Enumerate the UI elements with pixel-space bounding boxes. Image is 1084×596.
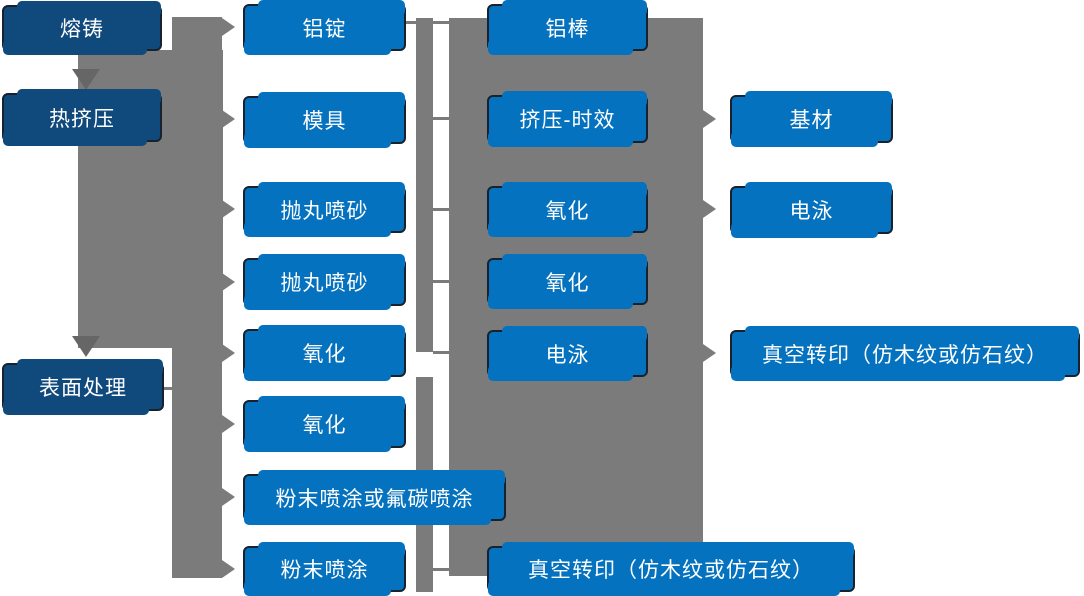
node-label: 热挤压 xyxy=(49,107,115,131)
flow-node-zhenkong-c3: 真空转印（仿木纹或仿石纹） xyxy=(487,542,855,596)
node-label: 熔铸 xyxy=(60,18,104,41)
link-line-row5 xyxy=(433,351,450,354)
node-label: 氧化 xyxy=(545,271,590,295)
node-label: 电泳 xyxy=(789,200,834,223)
flow-node-rejiya: 热挤压 xyxy=(2,89,162,146)
node-label: 挤压-时效 xyxy=(519,109,616,132)
arrowhead-right-icon xyxy=(222,415,235,433)
node-label: 氧化 xyxy=(302,343,347,366)
flow-node-jiya-shixiao: 挤压-时效 xyxy=(487,91,648,147)
flow-node-yanghua-c2-1: 氧化 xyxy=(243,325,406,381)
flow-node-yanghua-c3-1: 氧化 xyxy=(487,182,648,237)
node-label: 抛丸喷砂 xyxy=(280,272,369,295)
flow-node-zhenkong-c4: 真空转印（仿木纹或仿石纹） xyxy=(730,326,1080,381)
link-line-row4 xyxy=(433,280,450,283)
arrowhead-right-icon xyxy=(703,200,716,218)
node-label: 铝棒 xyxy=(545,17,590,41)
link-line-row3 xyxy=(433,208,450,211)
arrowhead-right-icon xyxy=(222,110,235,128)
flow-node-moju: 模具 xyxy=(243,92,406,148)
arrowhead-down-icon xyxy=(72,69,100,90)
flow-node-yanghua-c2-2: 氧化 xyxy=(243,396,406,452)
node-label: 模具 xyxy=(302,110,347,133)
link-line-row1 xyxy=(405,21,450,24)
flow-node-lvbang: 铝棒 xyxy=(487,0,648,55)
flow-node-paowan-1: 抛丸喷砂 xyxy=(243,182,406,237)
node-label: 粉末喷涂或氟碳喷涂 xyxy=(275,487,474,511)
flow-node-dianyong-c3: 电泳 xyxy=(487,326,648,381)
connector-bar-col2-col3-upper xyxy=(416,18,433,352)
arrowhead-right-icon xyxy=(703,344,716,362)
node-label: 表面处理 xyxy=(39,377,127,400)
link-line-row2 xyxy=(433,117,450,120)
arrowhead-right-icon xyxy=(222,200,235,218)
node-label: 粉末喷涂 xyxy=(280,559,369,582)
node-label: 电泳 xyxy=(545,343,590,367)
node-label: 氧化 xyxy=(545,199,590,223)
arrowhead-right-icon xyxy=(703,110,716,128)
node-label: 氧化 xyxy=(302,414,347,437)
flow-node-rongzhu: 熔铸 xyxy=(2,1,162,55)
node-label: 真空转印（仿木纹或仿石纹） xyxy=(528,559,814,582)
arrowhead-down-icon xyxy=(72,336,100,357)
arrowhead-right-icon xyxy=(222,560,235,578)
flow-node-jicai: 基材 xyxy=(730,91,893,147)
flow-node-yanghua-c3-2: 氧化 xyxy=(487,254,648,309)
flow-node-fenmo: 粉末喷涂 xyxy=(243,542,406,596)
link-line-row8 xyxy=(433,568,450,571)
node-label: 抛丸喷砂 xyxy=(280,199,369,223)
arrowhead-right-icon xyxy=(222,344,235,362)
node-label: 铝锭 xyxy=(302,17,347,41)
flow-node-lvding: 铝锭 xyxy=(243,0,406,55)
arrowhead-right-icon xyxy=(222,273,235,291)
flow-node-biaomianchuli: 表面处理 xyxy=(2,359,164,415)
arrowhead-right-icon xyxy=(222,18,235,36)
flow-node-fenmo-futan: 粉末喷涂或氟碳喷涂 xyxy=(243,470,506,525)
flow-node-dianyong-c4: 电泳 xyxy=(730,182,893,238)
flow-node-paowan-2: 抛丸喷砂 xyxy=(243,254,406,310)
link-line-surface-treatment xyxy=(163,387,183,390)
node-label: 真空转印（仿木纹或仿石纹） xyxy=(762,343,1048,367)
arrowhead-right-icon xyxy=(222,488,235,506)
node-label: 基材 xyxy=(789,109,834,132)
